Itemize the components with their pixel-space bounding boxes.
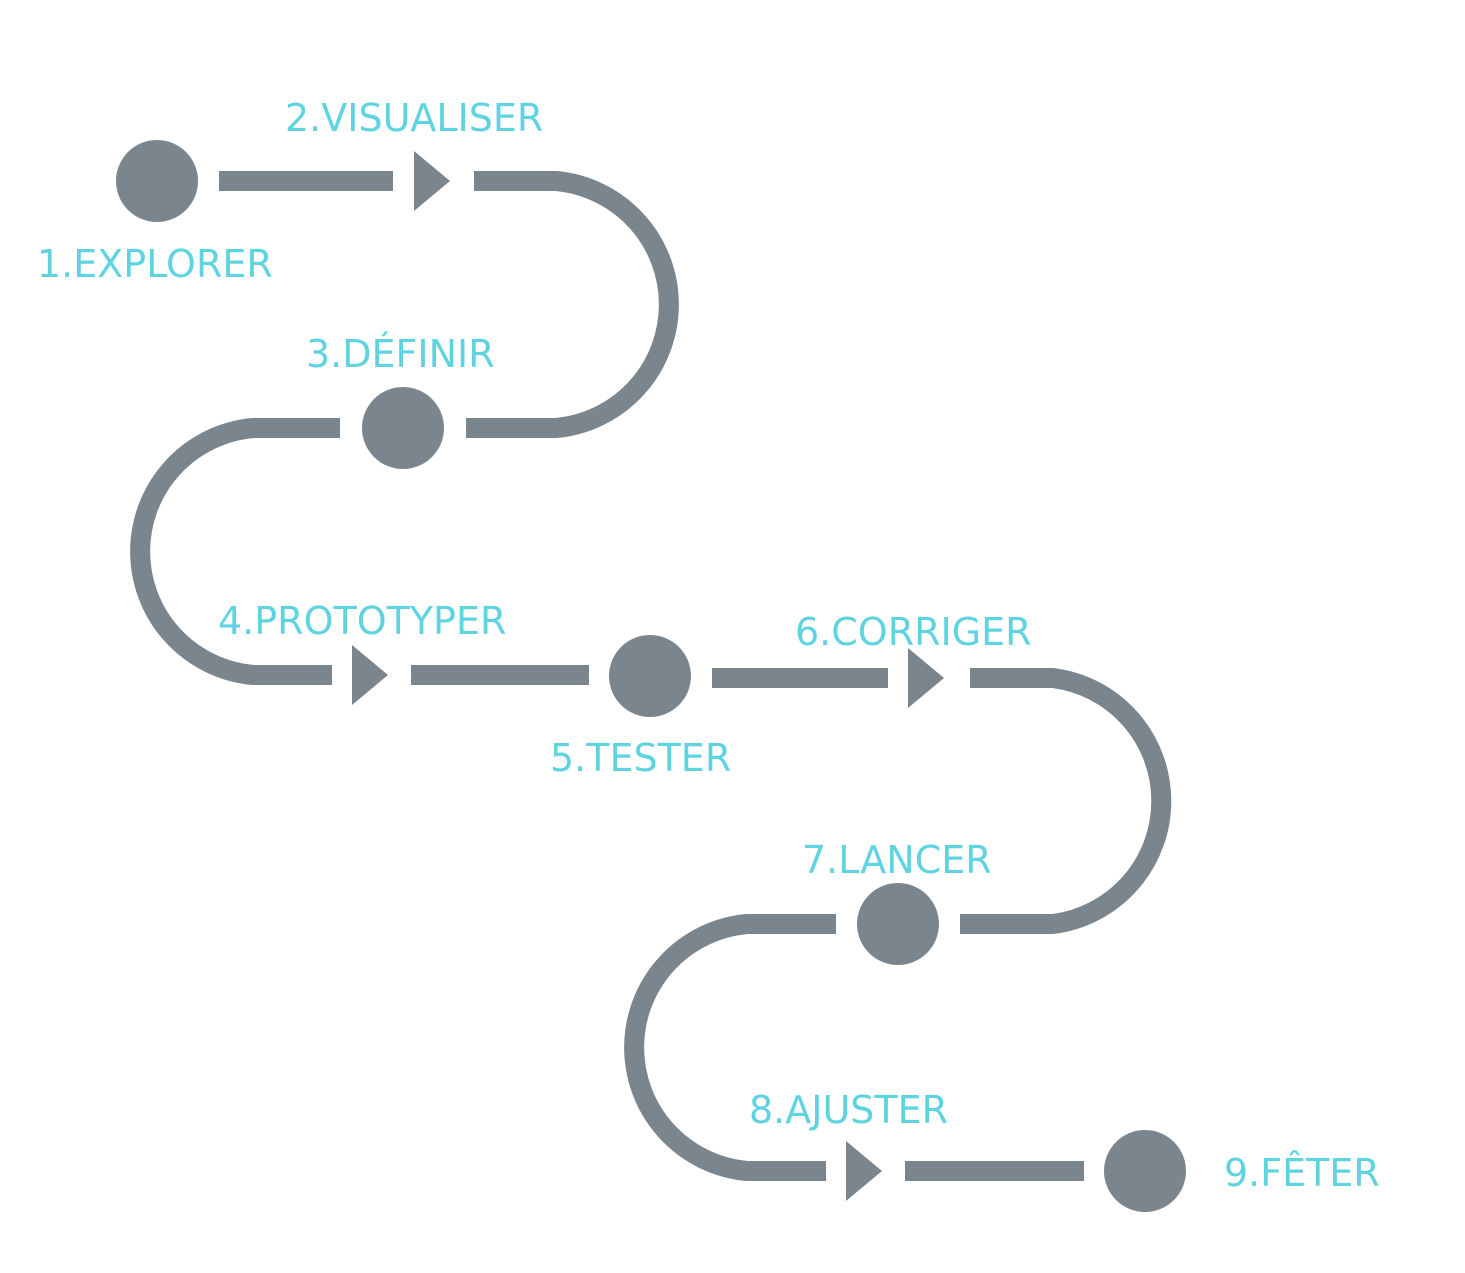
step-8-arrow-icon [846,1141,882,1201]
step-7-label: 7.LANCER [802,838,992,882]
step-8-label: 8.AJUSTER [749,1088,948,1132]
step-3-label: 3.DÉFINIR [306,332,495,376]
path-curve-right [960,668,1172,934]
step-2-arrow-icon [414,151,450,211]
step-9-label: 9.FÊTER [1224,1151,1380,1195]
step-6-arrow-icon [908,648,944,708]
step-3-circle-marker [362,387,444,469]
path-curve-left [624,914,836,1181]
step-6-label: 6.CORRIGER [795,610,1032,654]
step-markers [116,140,1186,1212]
step-9-circle-marker [1104,1130,1186,1212]
step-7-circle-marker [857,883,939,965]
path-curve-right [466,171,679,438]
step-labels: 1.EXPLORER 2.VISUALISER 3.DÉFINIR 4.PROTOTY… [37,96,1380,1195]
step-2-label: 2.VISUALISER [285,96,543,140]
step-4-arrow-icon [352,645,388,705]
step-1-label: 1.EXPLORER [37,242,273,286]
path-curve-left [130,418,340,685]
step-1-circle-marker [116,140,198,222]
step-4-label: 4.PROTOTYPER [218,599,506,643]
path-track [130,171,1172,1181]
step-5-circle-marker [609,635,691,717]
step-5-label: 5.TESTER [550,736,731,780]
